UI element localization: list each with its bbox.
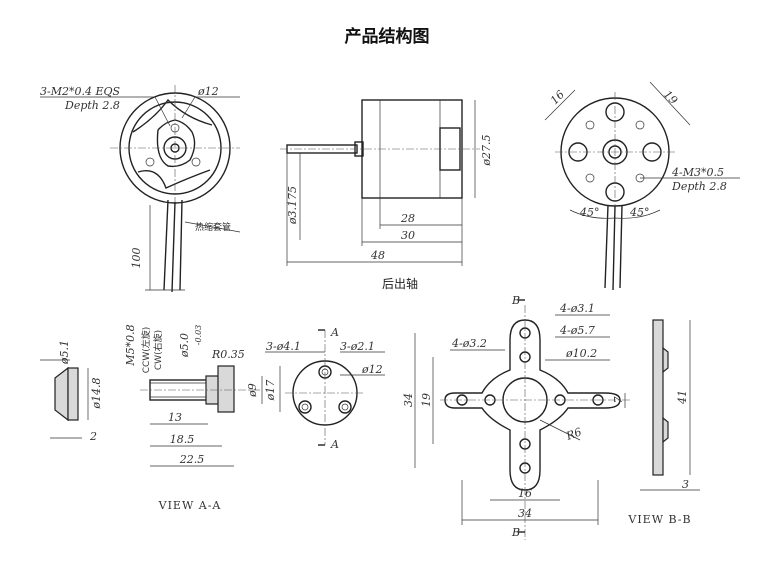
- shaft-dia-label: ø3.175: [286, 186, 299, 225]
- len-185-label: 18.5: [170, 433, 195, 446]
- holes-57-label: 4-ø5.7: [559, 324, 595, 337]
- hub-view: [265, 329, 385, 446]
- cross-7-label: 7: [612, 397, 625, 404]
- d17-label: ø17: [264, 380, 277, 402]
- ccw-label: CCW(左旋): [140, 327, 152, 374]
- hub-d12-label: ø12: [361, 363, 383, 376]
- section-b-top: B: [511, 294, 520, 307]
- lead-length-label: 100: [130, 248, 143, 269]
- rear-depth-label: Depth 2.8: [671, 180, 727, 193]
- nut-dia1-label: ø5.1: [58, 340, 71, 365]
- drawing-title: 产品结构图: [345, 26, 430, 47]
- body-dia-label: ø27.5: [480, 134, 493, 166]
- front-view: [40, 85, 241, 293]
- tolerance-label: ø5.0: [178, 333, 191, 358]
- length-48-label: 48: [370, 249, 385, 262]
- length-30-label: 30: [401, 229, 415, 242]
- front-dia-label: ø12: [197, 85, 219, 98]
- holes-21-label: 3-ø2.1: [340, 340, 375, 353]
- view-bb-label: VIEW B-B: [627, 513, 691, 526]
- rear-16-label: 16: [548, 88, 567, 107]
- thread-m5-label: M5*0.8: [124, 324, 137, 366]
- section-41-label: 41: [676, 390, 689, 405]
- section-a-top: A: [330, 326, 339, 339]
- len-13-label: 13: [168, 411, 182, 424]
- rear-shaft-caption: 后出轴: [382, 276, 418, 291]
- len-225-label: 22.5: [179, 453, 205, 466]
- cross-19v-label: 19: [420, 393, 433, 407]
- nut-dia2-label: ø14.8: [90, 377, 103, 409]
- length-28-label: 28: [400, 212, 415, 225]
- section-bb-view: [640, 319, 700, 491]
- holes-41-label: 3-ø4.1: [266, 340, 301, 353]
- center-102-label: ø10.2: [565, 347, 597, 360]
- view-aa-label: VIEW A-A: [158, 499, 222, 512]
- cross-mount-view: [414, 299, 630, 540]
- r035-label: R0.35: [211, 348, 245, 361]
- rear-thread-label: 4-M3*0.5: [671, 166, 724, 179]
- side-view: [280, 99, 480, 266]
- shaft-adapter-view: [140, 365, 281, 467]
- tolerance-sub-label: -0.03: [194, 325, 203, 346]
- angle-b-label: 45°: [629, 206, 650, 219]
- holes-32-label: 4-ø3.2: [451, 337, 487, 350]
- section-3-label: 3: [682, 478, 689, 491]
- heat-shrink-label: 热缩套管: [195, 221, 231, 233]
- front-depth-label: Depth 2.8: [64, 99, 120, 112]
- cross-16-label: 16: [518, 487, 532, 500]
- nut-width-label: 2: [89, 430, 97, 443]
- rear-view: [544, 81, 740, 291]
- cw-label: CW(右旋): [152, 330, 164, 370]
- angle-a-label: 45°: [579, 206, 600, 219]
- holes-31-label: 4-ø3.1: [559, 302, 595, 315]
- rear-19-label: 19: [661, 88, 680, 107]
- nut-view: [40, 359, 89, 439]
- cross-34h-label: 34: [518, 507, 532, 520]
- d9-label: ø9: [246, 383, 259, 398]
- cross-34v-label: 34: [402, 393, 415, 407]
- section-b-bottom: B: [511, 526, 520, 539]
- radius-r6-label: R6: [564, 425, 584, 443]
- section-a-bottom: A: [330, 438, 339, 451]
- front-thread-label: 3-M2*0.4 EQS: [40, 85, 121, 98]
